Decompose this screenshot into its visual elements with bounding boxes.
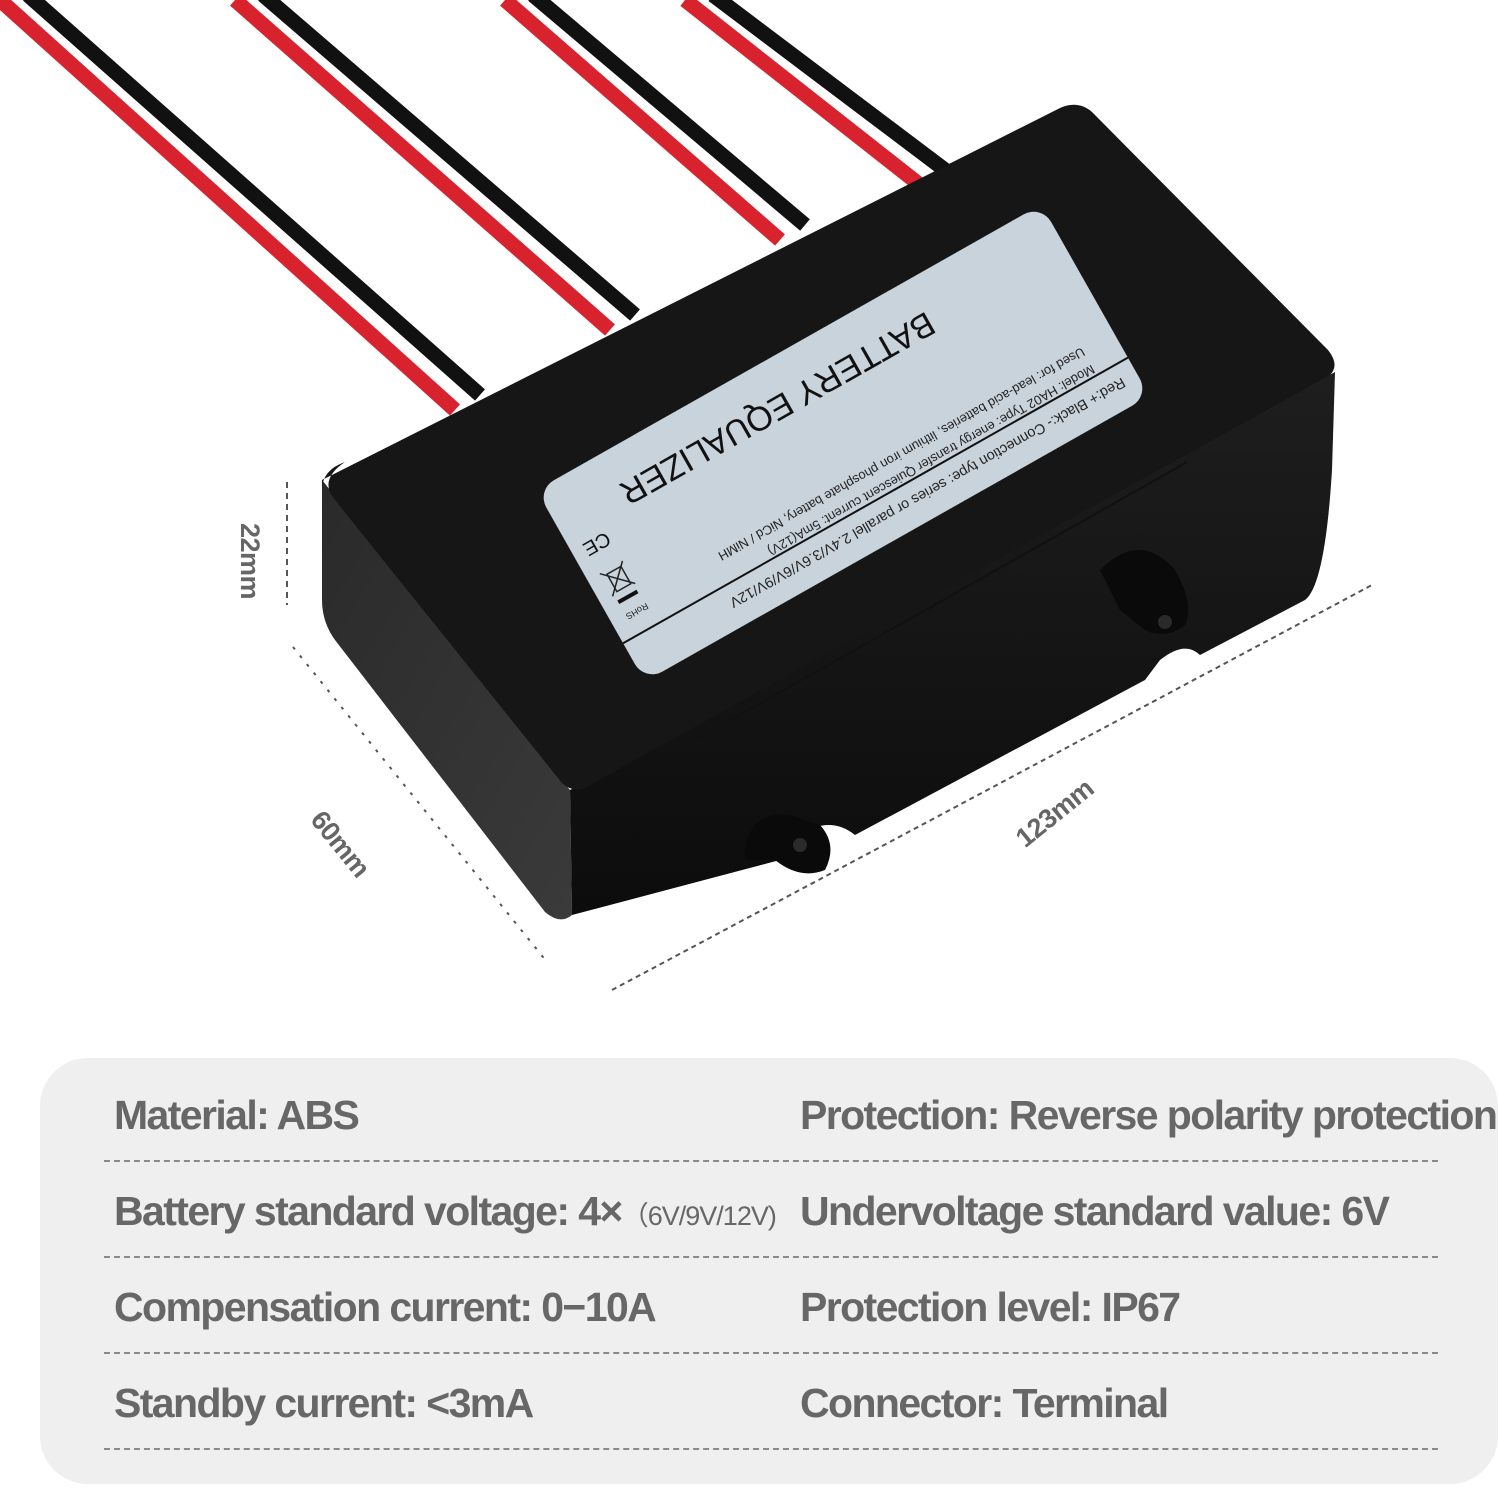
spec-row: Compensation current: 0−10A Protection l…	[104, 1256, 1438, 1354]
spec-row: Standby current: <3mA Connector: Termina…	[104, 1352, 1438, 1450]
spec-material: Material: ABS	[114, 1092, 360, 1138]
spec-undervoltage: Undervoltage standard value: 6V	[800, 1188, 1390, 1234]
height-dimension-label: 22mm	[235, 523, 265, 600]
spec-protection: Protection: Reverse polarity protection	[800, 1092, 1498, 1138]
spec-battery-voltage: Battery standard voltage: 4×（6V/9V/12V)	[114, 1188, 777, 1235]
mounting-tab-left	[745, 814, 831, 874]
spec-row: Material: ABS Protection: Reverse polari…	[104, 1064, 1498, 1162]
spec-connector: Connector: Terminal	[800, 1380, 1169, 1426]
width-dimension-line	[292, 646, 548, 963]
weee-bar-icon	[617, 589, 639, 605]
spec-battery-voltage-main: Battery standard voltage: 4×	[114, 1188, 623, 1234]
product-illustration: BATTERY EQUALIZER Model: HA02 Type: ener…	[0, 0, 1373, 991]
weee-bin-icon	[599, 560, 636, 597]
spec-protection-level: Protection level: IP67	[800, 1284, 1181, 1330]
dimension-lines	[286, 482, 1373, 991]
spec-row: Battery standard voltage: 4×（6V/9V/12V) …	[104, 1160, 1438, 1258]
specifications-panel: Material: ABS Protection: Reverse polari…	[40, 1058, 1498, 1484]
spec-battery-voltage-options: （6V/9V/12V)	[621, 1201, 777, 1231]
mounting-tab-right	[1100, 550, 1189, 634]
spec-standby-current: Standby current: <3mA	[114, 1380, 534, 1426]
wire-bundle	[0, 0, 950, 416]
spec-compensation-current: Compensation current: 0−10A	[114, 1284, 657, 1330]
